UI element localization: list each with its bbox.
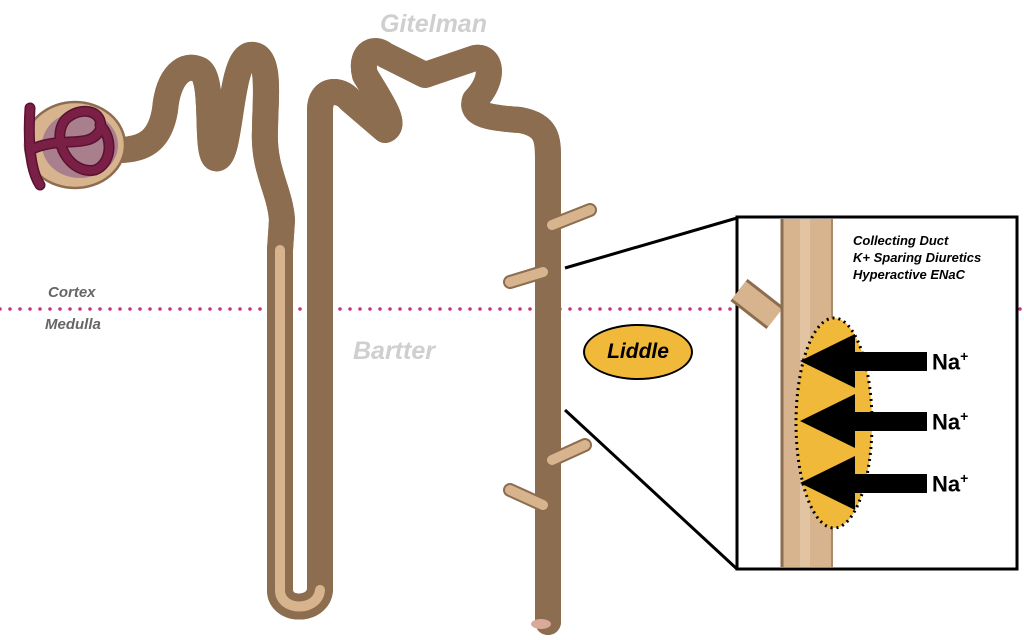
gitelman-label: Gitelman [380,10,487,38]
ion-charge: + [960,470,969,486]
collecting-duct-branches [503,203,597,512]
collecting-duct-inset [730,215,1019,571]
ion-symbol: Na [932,471,961,497]
inset-pointer-line [563,408,739,571]
ion-symbol: Na [932,349,961,375]
inset-caption-line: K+ Sparing Diuretics [853,250,982,265]
bartter-label: Bartter [353,337,435,365]
ion-charge: + [960,408,969,424]
inset-pointer-line [564,216,738,270]
inset-caption: Collecting Duct K+ Sparing Diuretics Hyp… [853,232,981,283]
sodium-arrows [800,334,927,510]
sodium-label: Na+ [932,348,968,375]
inset-caption-line: Collecting Duct [853,233,949,248]
medulla-label: Medulla [45,316,101,333]
sodium-label: Na+ [932,408,968,435]
ion-symbol: Na [932,409,961,435]
liddle-badge: Liddle [583,324,693,380]
glomerulus [23,100,127,191]
arrow-icon [800,334,927,388]
inset-caption-line: Hyperactive ENaC [853,267,965,282]
arrow-icon [800,456,927,510]
arrow-icon [800,394,927,448]
sodium-label: Na+ [932,470,968,497]
ion-charge: + [960,348,969,364]
nephron-tubule [105,51,597,635]
cortex-label: Cortex [48,284,96,301]
